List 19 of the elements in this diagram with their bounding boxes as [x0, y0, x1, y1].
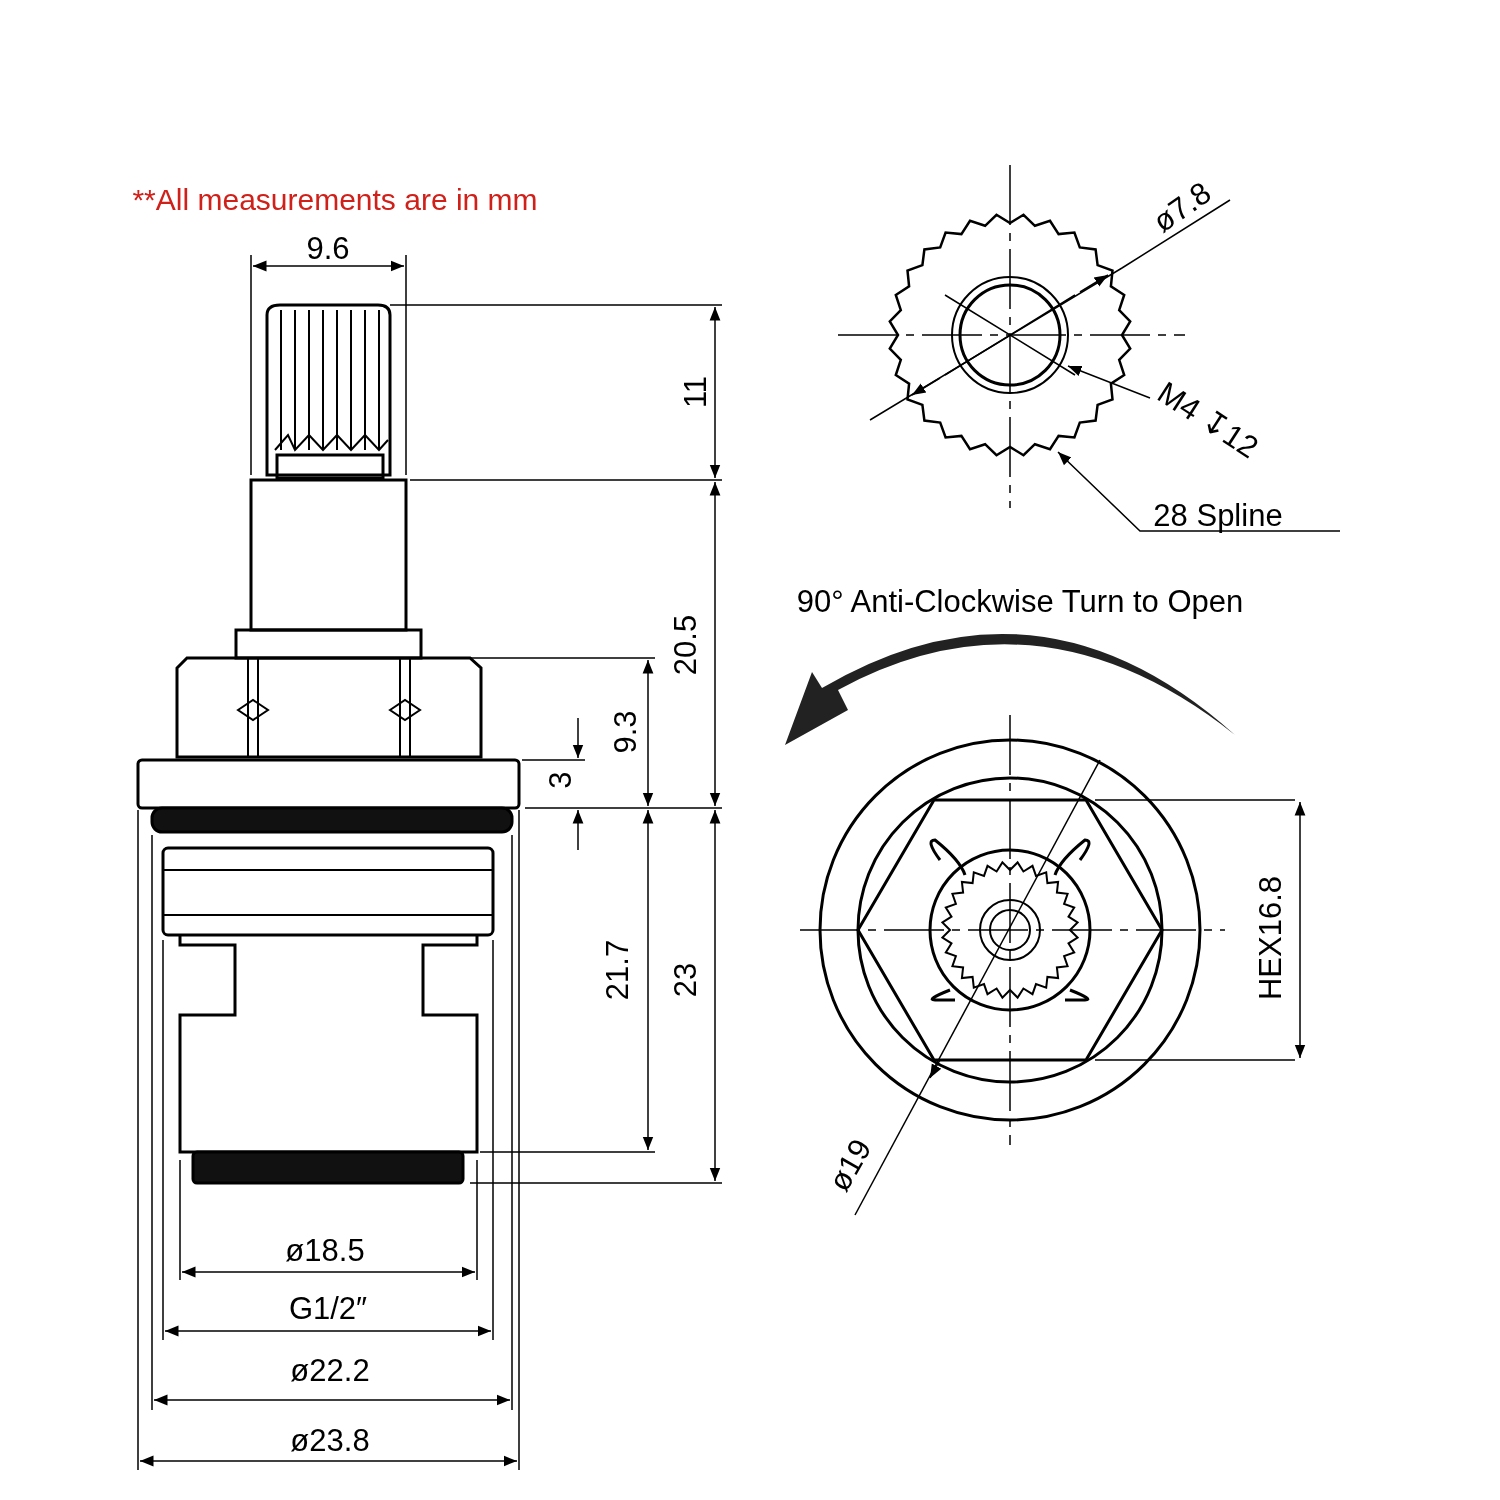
callout-label: 28 Spline [1153, 499, 1283, 531]
dimension-label: 9.3 [609, 710, 641, 754]
dimension-label: ø7.8 [1147, 176, 1217, 238]
dimension-label: ø18.5 [285, 1234, 365, 1266]
callout-label: M4 ↧12 [1152, 376, 1264, 464]
dimension-label: 23 [669, 962, 701, 998]
dimension-label: 9.6 [306, 232, 350, 264]
dimension-label: ø23.8 [290, 1424, 370, 1456]
leader-line [1057, 451, 1341, 532]
dimension-label: 3 [544, 771, 576, 789]
dimension-label: ø22.2 [290, 1354, 370, 1386]
instruction-text: 90° Anti-Clockwise Turn to Open [796, 585, 1244, 617]
dimension-label: 20.5 [669, 614, 701, 676]
dimension-label: G1/2″ [288, 1292, 368, 1324]
leader-line [1067, 365, 1151, 399]
dimension-label: 11 [679, 375, 711, 409]
dimension-label: 21.7 [601, 939, 633, 1001]
note-text: **All measurements are in mm [132, 185, 538, 215]
dimension-label: HEX16.8 [1254, 875, 1286, 1001]
